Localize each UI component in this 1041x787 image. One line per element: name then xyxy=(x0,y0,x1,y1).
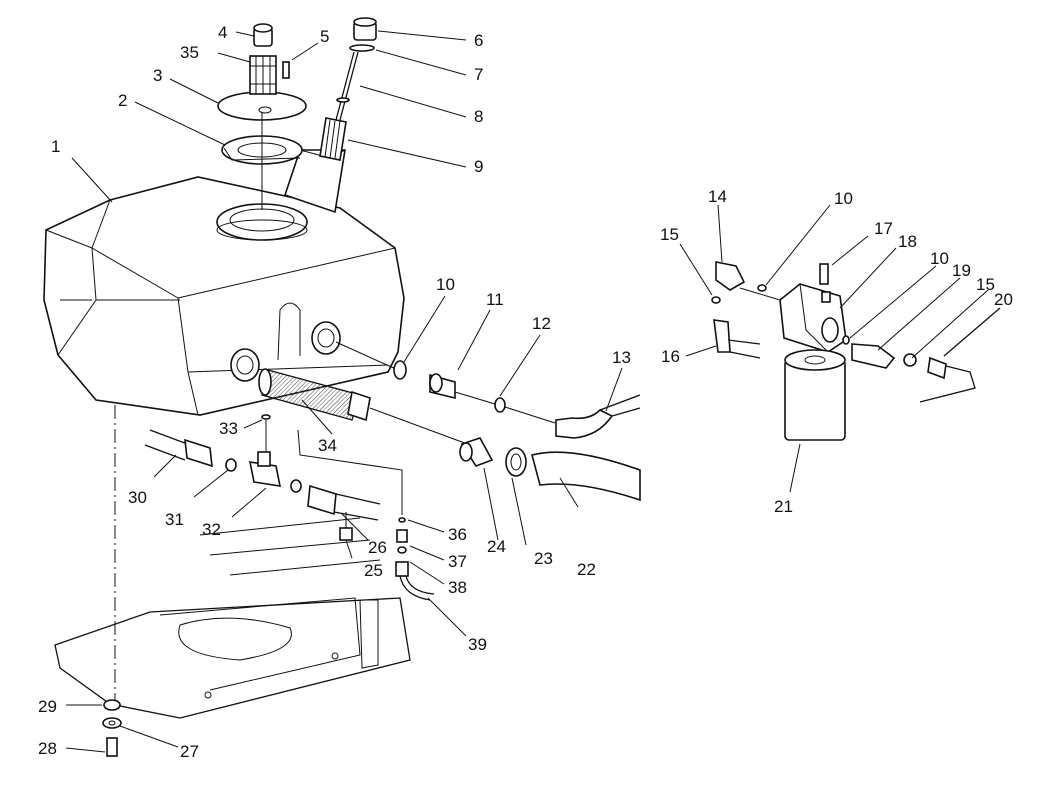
callout-9: 9 xyxy=(474,157,483,176)
suction-strainer xyxy=(258,368,471,446)
drain-fittings xyxy=(144,414,381,541)
callout-31: 31 xyxy=(165,510,184,529)
callout-16: 16 xyxy=(661,347,680,366)
callout-5: 5 xyxy=(320,27,329,46)
callout-33: 33 xyxy=(219,419,238,438)
callout-10-c: 10 xyxy=(930,249,949,268)
callout-15-a: 15 xyxy=(660,225,679,244)
callout-30: 30 xyxy=(128,488,147,507)
callout-14: 14 xyxy=(708,187,727,206)
leader-lines xyxy=(65,30,1001,753)
callout-12: 12 xyxy=(532,314,551,333)
callout-26: 26 xyxy=(368,538,387,557)
callout-21: 21 xyxy=(774,497,793,516)
callout-6: 6 xyxy=(474,31,483,50)
callout-3: 3 xyxy=(153,66,162,85)
callout-17: 17 xyxy=(874,219,893,238)
callout-29: 29 xyxy=(38,697,57,716)
callout-15-b: 15 xyxy=(976,275,995,294)
callout-8: 8 xyxy=(474,107,483,126)
callout-7: 7 xyxy=(474,65,483,84)
callout-18: 18 xyxy=(898,232,917,251)
callout-24: 24 xyxy=(487,537,506,556)
callout-11: 11 xyxy=(486,290,504,309)
sender-assembly xyxy=(217,17,377,210)
callout-37: 37 xyxy=(448,552,467,571)
callout-20: 20 xyxy=(994,290,1013,309)
callout-39: 39 xyxy=(468,635,487,654)
callout-13: 13 xyxy=(612,348,631,367)
callout-32: 32 xyxy=(202,520,221,539)
filter-assembly xyxy=(711,261,976,441)
callout-labels: 1 2 3 4 5 6 7 8 9 35 10 11 12 13 22 23 2… xyxy=(38,23,1013,761)
suction-line-fittings xyxy=(335,341,641,502)
mounting-plate xyxy=(54,405,411,757)
callout-28: 28 xyxy=(38,739,57,758)
callout-25: 25 xyxy=(364,561,383,580)
callout-1: 1 xyxy=(51,137,60,156)
callout-22: 22 xyxy=(577,560,596,579)
callout-36: 36 xyxy=(448,525,467,544)
callout-10-a: 10 xyxy=(436,275,455,294)
callout-27: 27 xyxy=(180,742,199,761)
callout-4: 4 xyxy=(218,23,227,42)
callout-10-b: 10 xyxy=(834,189,853,208)
callout-35: 35 xyxy=(180,43,199,62)
callout-19: 19 xyxy=(952,261,971,280)
callout-38: 38 xyxy=(448,578,467,597)
callout-23: 23 xyxy=(534,549,553,568)
callout-34: 34 xyxy=(318,436,337,455)
hydraulic-tank xyxy=(43,149,405,416)
callout-2: 2 xyxy=(118,91,127,110)
gauge-line-fittings xyxy=(297,429,435,601)
